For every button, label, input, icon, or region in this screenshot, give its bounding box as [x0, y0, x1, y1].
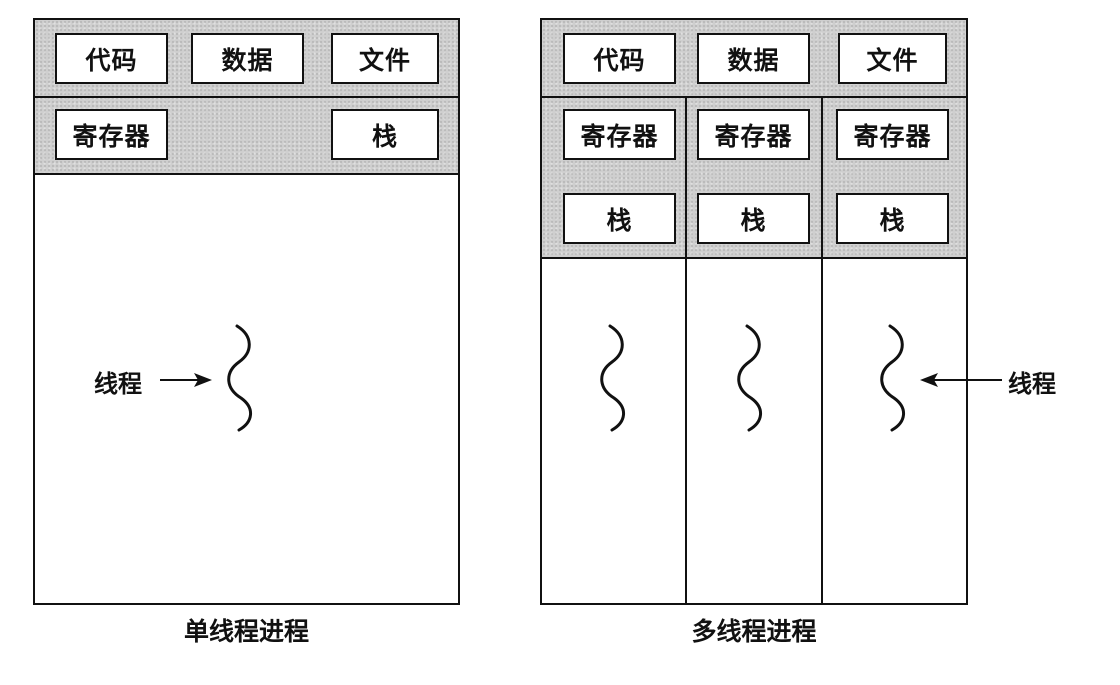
thread-divider — [685, 96, 687, 603]
thread-divider — [821, 96, 823, 603]
thread-label: 线程 — [1008, 370, 1056, 398]
thread-squiggle — [600, 324, 625, 432]
stack-box: 栈 — [331, 109, 439, 160]
code-box: 代码 — [55, 33, 168, 84]
thread-label: 线程 — [94, 370, 142, 398]
divider — [542, 257, 966, 259]
divider — [542, 96, 966, 98]
files-box: 文件 — [838, 33, 947, 84]
arrow-right-icon — [160, 373, 212, 387]
data-box: 数据 — [697, 33, 810, 84]
single-process-caption: 单线程进程 — [183, 617, 309, 646]
divider — [35, 96, 458, 98]
thread-squiggle — [880, 324, 905, 432]
multi-process-caption: 多线程进程 — [691, 617, 817, 646]
registers-box: 寄存器 — [697, 109, 810, 160]
arrow-left-icon — [920, 373, 1002, 387]
stack-box: 栈 — [697, 193, 810, 244]
data-box: 数据 — [191, 33, 304, 84]
thread-squiggle — [227, 324, 252, 432]
files-box: 文件 — [331, 33, 439, 84]
single-threaded-process: 代码 数据 文件 寄存器 栈 — [33, 18, 460, 605]
registers-box: 寄存器 — [55, 109, 168, 160]
multi-threaded-process: 代码 数据 文件 寄存器 寄存器 寄存器 栈 栈 栈 — [540, 18, 968, 605]
registers-box: 寄存器 — [563, 109, 676, 160]
thread-squiggle — [737, 324, 762, 432]
registers-box: 寄存器 — [836, 109, 949, 160]
divider — [35, 173, 458, 175]
code-box: 代码 — [563, 33, 676, 84]
stack-box: 栈 — [836, 193, 949, 244]
stack-box: 栈 — [563, 193, 676, 244]
